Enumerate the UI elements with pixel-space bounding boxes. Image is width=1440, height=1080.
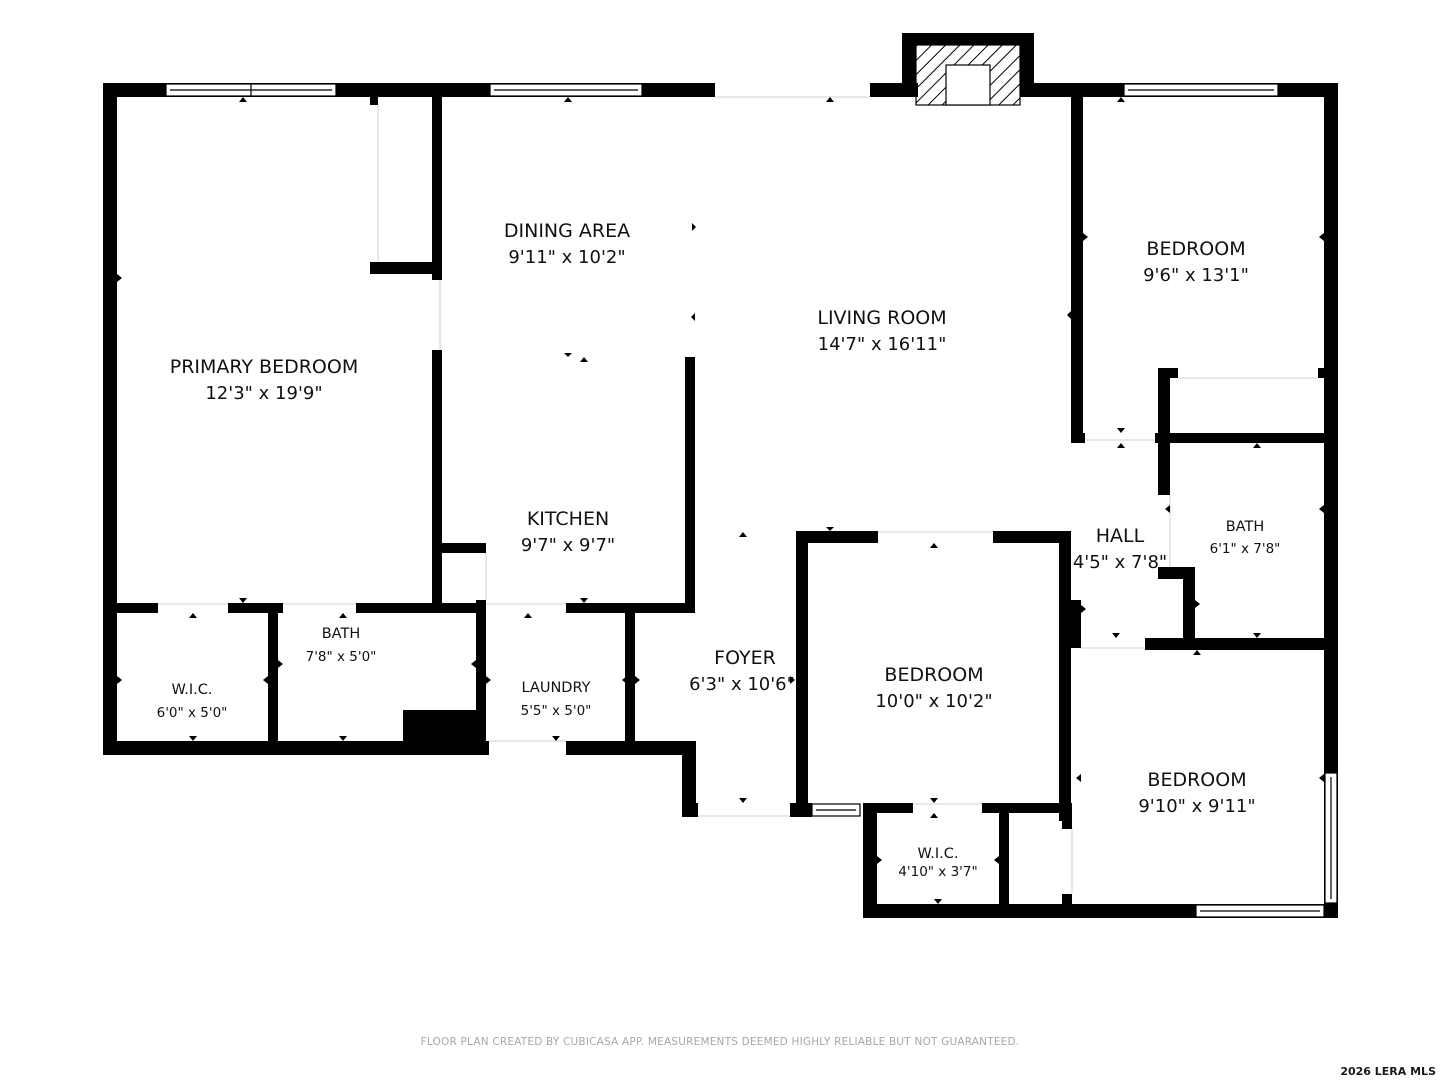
- room-name-primary-bedroom: PRIMARY BEDROOM: [170, 356, 358, 378]
- room-dims-bedroom-se: 9'10" x 9'11": [1138, 796, 1255, 817]
- room-name-bedroom-center: BEDROOM: [884, 664, 983, 686]
- room-name-bedroom-ne: BEDROOM: [1146, 238, 1245, 260]
- room-dims-bedroom-ne: 9'6" x 13'1": [1143, 265, 1249, 286]
- room-dims-bath-east: 6'1" x 7'8": [1210, 541, 1281, 557]
- room-dims-bath-west: 7'8" x 5'0": [306, 649, 377, 665]
- room-dims-wic-west: 6'0" x 5'0": [157, 705, 228, 721]
- room-name-kitchen: KITCHEN: [527, 508, 609, 530]
- room-name-laundry: LAUNDRY: [522, 680, 591, 696]
- room-dims-foyer: 6'3" x 10'6": [689, 674, 795, 695]
- room-dims-hall: 4'5" x 7'8": [1073, 552, 1167, 573]
- room-name-living-room: LIVING ROOM: [817, 307, 946, 329]
- room-name-dining-area: DINING AREA: [504, 220, 630, 242]
- windows: [165, 83, 1338, 918]
- room-name-hall: HALL: [1096, 525, 1145, 547]
- room-name-wic-west: W.I.C.: [172, 682, 213, 698]
- room-name-bath-west: BATH: [322, 626, 361, 642]
- room-dims-dining-area: 9'11" x 10'2": [508, 247, 625, 268]
- room-name-bedroom-se: BEDROOM: [1147, 769, 1246, 791]
- footer-disclaimer: FLOOR PLAN CREATED BY CUBICASA APP. MEAS…: [420, 1036, 1020, 1048]
- room-name-foyer: FOYER: [714, 647, 776, 669]
- room-dims-laundry: 5'5" x 5'0": [521, 703, 592, 719]
- room-dims-primary-bedroom: 12'3" x 19'9": [205, 383, 322, 404]
- dimension-markers: [117, 97, 1324, 904]
- room-name-bath-east: BATH: [1226, 519, 1265, 535]
- openings: [158, 96, 1318, 894]
- mls-watermark: 2026 LERA MLS: [1340, 1065, 1436, 1078]
- room-dims-living-room: 14'7" x 16'11": [818, 334, 947, 355]
- room-dims-kitchen: 9'7" x 9'7": [521, 535, 615, 556]
- room-dims-wic-south: 4'10" x 3'7": [898, 864, 977, 880]
- room-dims-bedroom-center: 10'0" x 10'2": [875, 691, 992, 712]
- room-labels: PRIMARY BEDROOM 12'3" x 19'9" DINING ARE…: [157, 220, 1281, 880]
- fireplace: [915, 44, 1021, 106]
- room-name-wic-south: W.I.C.: [918, 846, 959, 862]
